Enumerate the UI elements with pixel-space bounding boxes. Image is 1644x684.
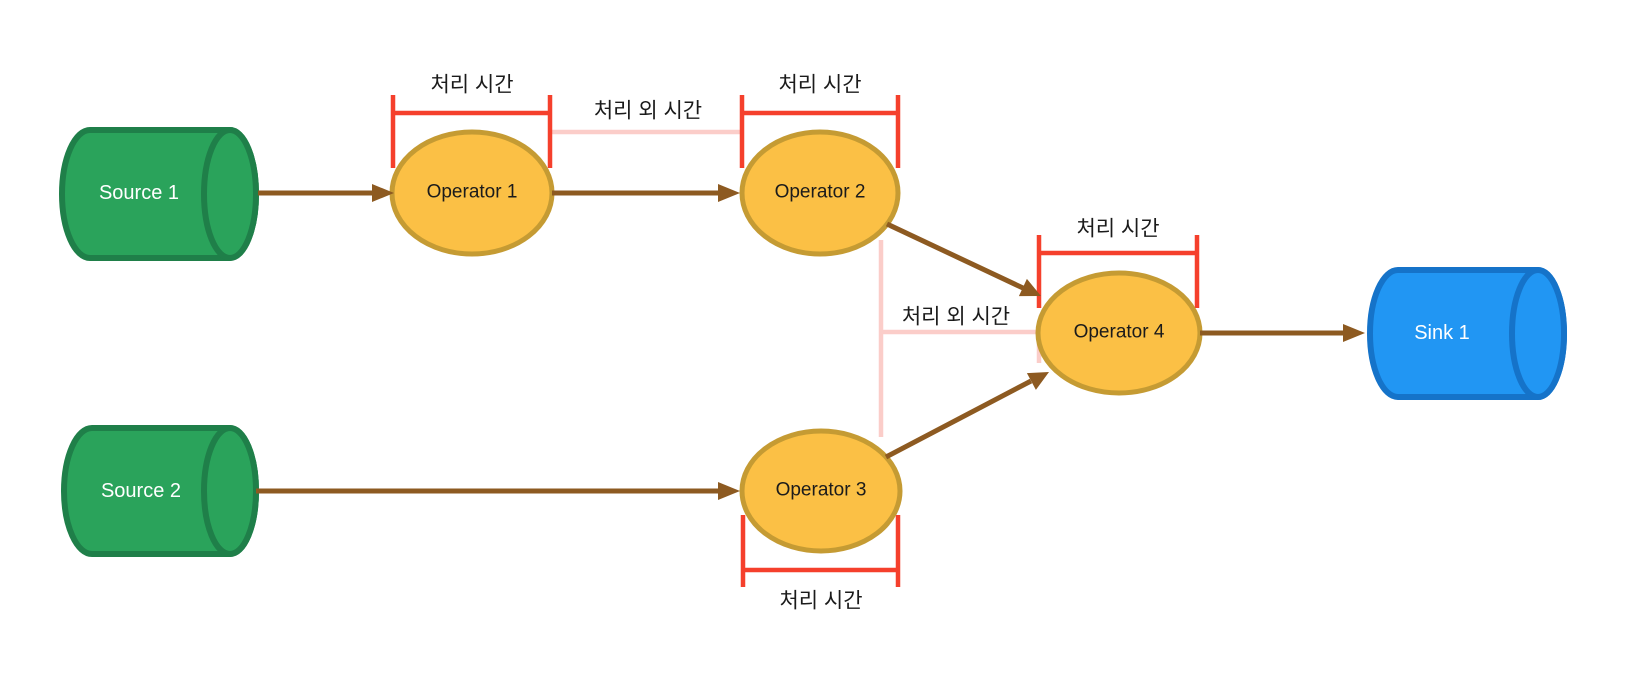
edge-operator2-operator4-arrowhead	[1018, 278, 1041, 297]
operator4-label: Operator 4	[1073, 321, 1165, 343]
processing-time-label-operator1: 처리 시간	[430, 73, 514, 97]
non-processing-time-label-op1-op2: 처리 외 시간	[593, 99, 703, 123]
edge-operator4-sink1-arrowhead	[1343, 324, 1365, 342]
processing-time-brackets	[390, 95, 1200, 587]
edge-operator1-operator2	[552, 184, 740, 202]
source2-cylinder-cap	[201, 425, 259, 557]
processing-time-label-operator2: 처리 시간	[778, 73, 862, 97]
edge-operator4-sink1	[1200, 324, 1365, 342]
edge-operator3-operator4	[884, 372, 1049, 460]
non-processing-time-label-op2-op4: 처리 외 시간	[901, 305, 1011, 329]
processing-time-label-operator3: 처리 시간	[779, 589, 863, 613]
operator1-label: Operator 1	[426, 181, 518, 203]
operator3-label: Operator 3	[775, 479, 867, 501]
operator2-label: Operator 2	[774, 181, 866, 203]
source1-label: Source 1	[98, 182, 180, 204]
operator3-node	[739, 428, 903, 554]
edge-source2-operator3-arrowhead	[718, 482, 740, 500]
sink1-label: Sink 1	[1414, 322, 1470, 344]
source1-cylinder-cap	[201, 127, 259, 261]
source2-label: Source 2	[100, 480, 182, 502]
operator2-node	[739, 129, 901, 257]
edge-operator2-operator4	[885, 221, 1041, 297]
processing-time-bracket-operator2	[739, 95, 901, 168]
edge-operator3-operator4-line	[884, 378, 1033, 460]
processing-time-label-operator4: 처리 시간	[1076, 217, 1160, 241]
edge-operator3-operator4-arrowhead	[1026, 372, 1049, 390]
edge-source1-operator1	[258, 184, 394, 202]
sink1-cylinder-cap	[1509, 267, 1567, 400]
source2-node	[61, 425, 259, 557]
edge-operator2-operator4-line	[885, 221, 1025, 291]
edge-source2-operator3	[256, 482, 740, 500]
processing-time-bracket-operator3	[740, 515, 901, 587]
sink1-node	[1367, 267, 1567, 400]
source1-node	[59, 127, 259, 261]
edge-operator1-operator2-arrowhead	[718, 184, 740, 202]
processing-time-bracket-operator1	[390, 95, 553, 168]
edge-source1-operator1-arrowhead	[372, 184, 394, 202]
